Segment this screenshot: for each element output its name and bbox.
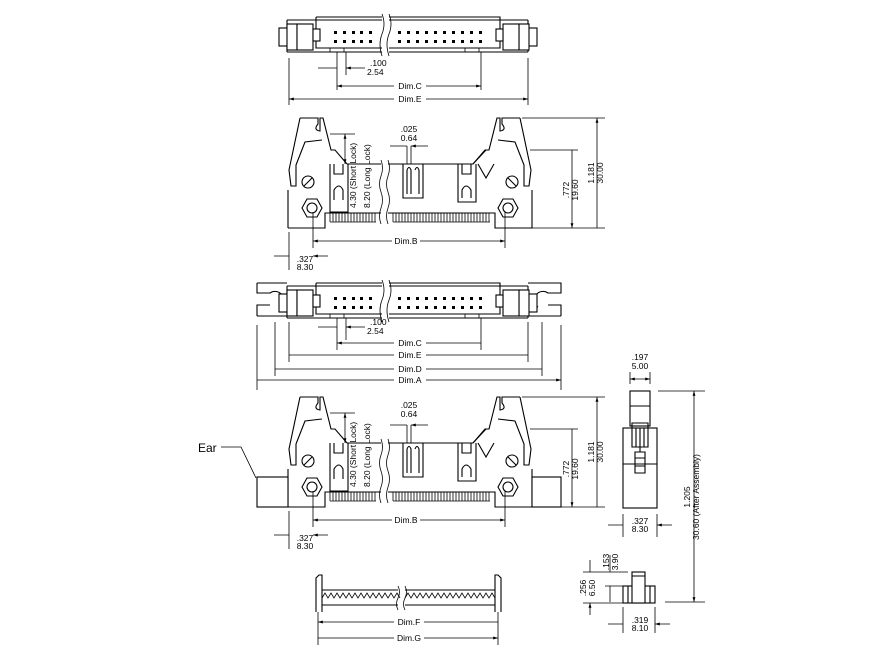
- short-lock-dim: 4.30 (Short Lock): [348, 143, 358, 208]
- dim-c-label: Dim.C: [398, 81, 422, 91]
- side-view: 4.30 (Short Lock) 8.20 (Long Lock) .025 …: [274, 118, 605, 272]
- height-inch: 1.181: [586, 441, 596, 463]
- pitch-inch: .100: [370, 317, 387, 327]
- end-latch: [629, 390, 651, 427]
- contact-inch: .025: [401, 400, 418, 410]
- right-ear: [531, 476, 562, 508]
- assembly-height-mm: 30.60 (After Assembly): [691, 454, 701, 540]
- pitch-mm: 2.54: [367, 326, 384, 336]
- pitch-inch: .100: [370, 58, 387, 68]
- strain-height-mm: 6.50: [587, 579, 597, 596]
- connector-top-outline: [278, 13, 538, 57]
- assembly-height-inch: 1.205: [682, 486, 692, 508]
- long-lock-dim: 8.20 (Long Lock): [362, 423, 372, 487]
- body-height-inch: .772: [561, 181, 571, 198]
- height-inch: 1.181: [586, 162, 596, 184]
- ear-side-view: Ear 4.30 (Short Lock) 8.20 (Long Lock) .…: [198, 397, 605, 551]
- strain-width-inch: .319: [632, 615, 649, 625]
- offset-inch: .327: [297, 254, 314, 264]
- body-height-inch: .772: [561, 460, 571, 477]
- dim-e-label: Dim.E: [398, 94, 421, 104]
- long-lock-dim: 8.20 (Long Lock): [362, 144, 372, 208]
- contact-inch: .025: [401, 124, 418, 134]
- bottom-view: Dim.F Dim.G: [316, 574, 501, 645]
- contact-mm: 0.64: [401, 409, 418, 419]
- short-lock-dim: 4.30 (Short Lock): [348, 422, 358, 487]
- dim-b-label: Dim.B: [394, 515, 417, 525]
- ear-label: Ear: [198, 441, 217, 455]
- strain-mm: 3.90: [610, 553, 620, 570]
- end-width-inch: .197: [632, 352, 649, 362]
- strain-width-mm: 8.10: [632, 623, 649, 633]
- end-body-inch: .327: [632, 516, 649, 526]
- end-body-mm: 8.30: [632, 524, 649, 534]
- height-mm: 30.00: [595, 162, 605, 184]
- end-width-mm: 5.00: [632, 361, 649, 371]
- strain-inch: .153: [601, 553, 611, 570]
- offset-mm: 8.30: [297, 541, 314, 551]
- height-mm: 30.00: [595, 441, 605, 463]
- dim-a-label: Dim.A: [398, 375, 421, 385]
- dim-e-label: Dim.E: [398, 350, 421, 360]
- dim-f-label: Dim.F: [398, 617, 421, 627]
- contact-mm: 0.64: [401, 133, 418, 143]
- top-view: .100 2.54 Dim.C Dim.E: [278, 13, 538, 105]
- strain-height-inch: .256: [578, 579, 588, 596]
- body-height-mm: 19.60: [570, 458, 580, 480]
- left-ear: [256, 476, 289, 508]
- pitch-mm: 2.54: [367, 67, 384, 77]
- connector-top-outline: [278, 279, 538, 323]
- offset-mm: 8.30: [297, 262, 314, 272]
- ear-top-view: .100 2.54 Dim.C Dim.E Dim.D Dim.A: [256, 279, 561, 390]
- dim-g-label: Dim.G: [397, 633, 421, 643]
- end-view: .197 5.00 1.205 30.60 (After Assembly) .…: [578, 352, 705, 633]
- dim-c-label: Dim.C: [398, 338, 422, 348]
- dim-b-label: Dim.B: [394, 236, 417, 246]
- body-height-mm: 19.60: [570, 179, 580, 201]
- offset-inch: .327: [297, 533, 314, 543]
- dim-d-label: Dim.D: [398, 364, 422, 374]
